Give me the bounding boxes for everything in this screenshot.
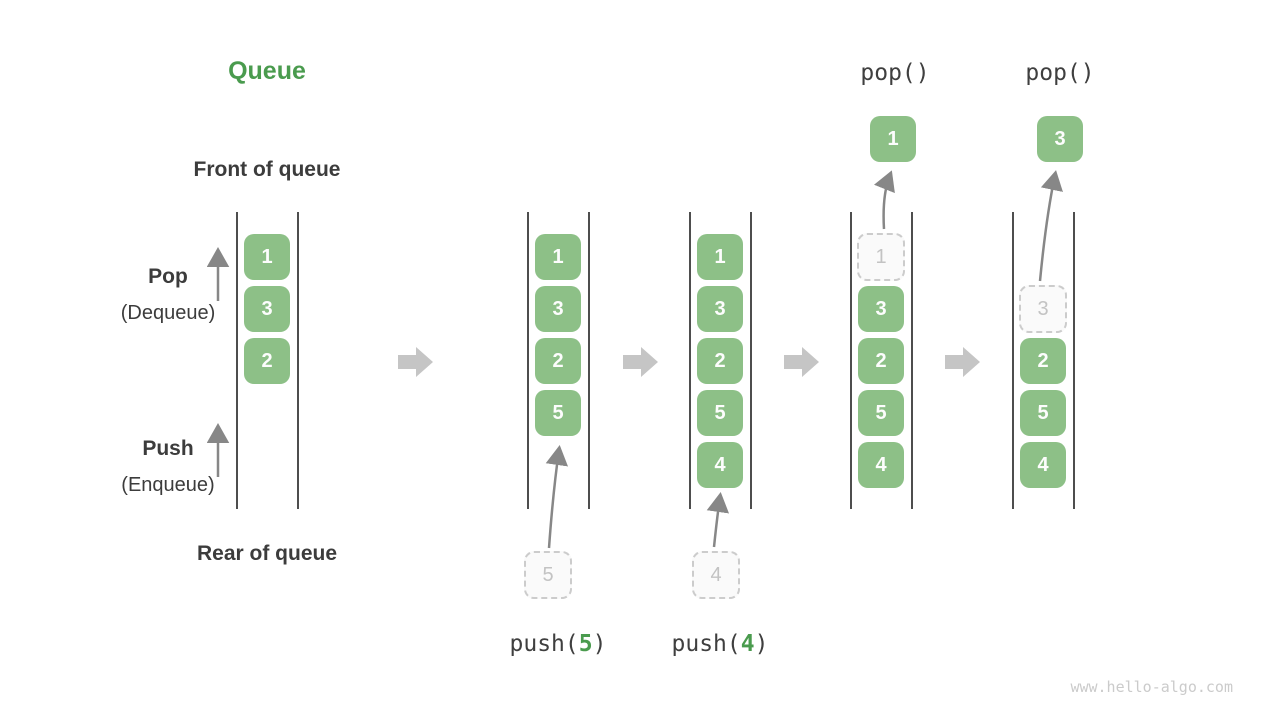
op-argument: 4 [740, 631, 755, 657]
queue-rail [297, 212, 299, 509]
pop-3-arrow-icon [1038, 170, 1063, 282]
queue-item: 2 [244, 338, 290, 384]
queue-item: 5 [535, 390, 581, 436]
pending-item: 4 [692, 551, 740, 599]
rear-of-queue-label: Rear of queue [196, 542, 338, 565]
pop-dequeue-label: Pop (Dequeue) [88, 258, 248, 332]
queue-rail [527, 212, 529, 509]
queue-rail [588, 212, 590, 509]
diagram-title: Queue [228, 57, 306, 85]
pop-label: Pop [148, 265, 188, 288]
queue-rail [850, 212, 852, 509]
op-suffix: ) [754, 631, 769, 657]
removed-item: 3 [1019, 285, 1067, 333]
popped-item: 3 [1037, 116, 1083, 162]
stage-transition-arrow-icon [398, 347, 433, 377]
front-of-queue-label: Front of queue [193, 158, 341, 181]
pending-item: 5 [524, 551, 572, 599]
pop-1-arrow-icon [873, 170, 895, 230]
queue-item: 2 [697, 338, 743, 384]
queue-rail [689, 212, 691, 509]
push-4-arrow-icon [706, 492, 730, 548]
queue-item: 4 [858, 442, 904, 488]
push-operation-label: push(4) [640, 631, 800, 657]
op-argument: 5 [578, 631, 593, 657]
push-5-arrow-icon [545, 445, 569, 549]
queue-item: 3 [697, 286, 743, 332]
queue-item: 3 [244, 286, 290, 332]
queue-item: 3 [535, 286, 581, 332]
queue-item: 5 [697, 390, 743, 436]
watermark: www.hello-algo.com [1070, 678, 1233, 696]
op-prefix: push( [671, 631, 741, 657]
stage-transition-arrow-icon [623, 347, 658, 377]
queue-item: 5 [858, 390, 904, 436]
queue-item: 2 [535, 338, 581, 384]
pop-operation-label: pop() [1025, 60, 1095, 86]
queue-item: 1 [697, 234, 743, 280]
queue-rail [236, 212, 238, 509]
stage-transition-arrow-icon [945, 347, 980, 377]
queue-rail [911, 212, 913, 509]
queue-item: 3 [858, 286, 904, 332]
dequeue-alias-label: (Dequeue) [120, 302, 216, 324]
push-operation-label: push(5) [478, 631, 638, 657]
op-suffix: ) [592, 631, 607, 657]
enqueue-alias-label: (Enqueue) [121, 474, 215, 496]
queue-item: 5 [1020, 390, 1066, 436]
queue-item: 4 [697, 442, 743, 488]
popped-item: 1 [870, 116, 916, 162]
queue-rail [1073, 212, 1075, 509]
queue-item: 1 [535, 234, 581, 280]
queue-item: 2 [1020, 338, 1066, 384]
stage-transition-arrow-icon [784, 347, 819, 377]
queue-item: 2 [858, 338, 904, 384]
queue-rail [1012, 212, 1014, 509]
queue-item: 1 [244, 234, 290, 280]
pop-operation-label: pop() [860, 60, 930, 86]
removed-item: 1 [857, 233, 905, 281]
queue-item: 4 [1020, 442, 1066, 488]
push-enqueue-label: Push (Enqueue) [88, 430, 248, 504]
queue-rail [750, 212, 752, 509]
push-label: Push [142, 437, 194, 460]
op-prefix: push( [509, 631, 579, 657]
